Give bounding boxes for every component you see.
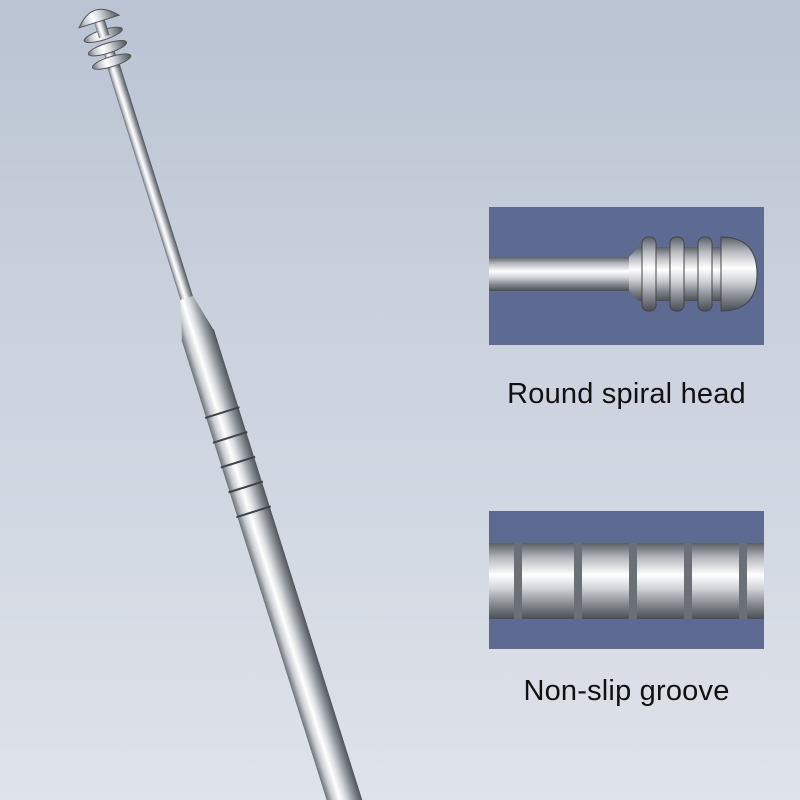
- spiral-head-closeup-icon: [489, 207, 764, 345]
- spiral-head: [78, 8, 132, 71]
- ear-pick-body: [78, 8, 365, 800]
- groove-caption: Non-slip groove: [523, 675, 730, 707]
- spiral-head-detail-panel: [489, 207, 764, 345]
- groove-detail-panel: [489, 511, 764, 649]
- handle-grooves: [204, 406, 272, 519]
- spiral-head-caption: Round spiral head: [507, 378, 746, 410]
- groove-handle-closeup-icon: [489, 511, 764, 649]
